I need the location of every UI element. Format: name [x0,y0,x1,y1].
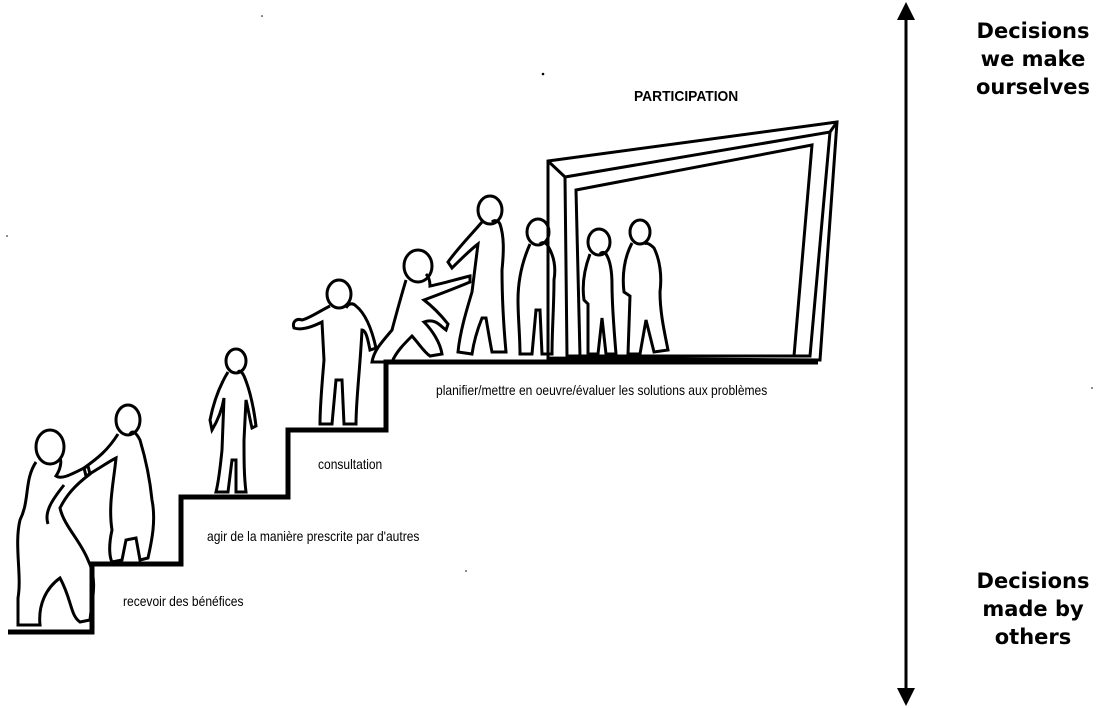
axis-bottom-label: Decisions made by others [953,567,1113,651]
step-label-act-as-prescribed: agir de la manière prescrite par d'autre… [207,528,419,544]
step-label-receive-benefits: recevoir des bénéfices [123,593,243,609]
door-frame [548,122,837,360]
axis-bottom-line-1: Decisions [953,567,1113,595]
decision-axis-arrow [897,2,915,706]
axis-top-line-2: we make [953,45,1113,73]
axis-bottom-line-3: others [953,623,1113,651]
step-label-consultation: consultation [318,456,382,472]
step-label-plan-implement-evaluate: planifier/mettre en oeuvre/évaluer les s… [436,382,767,398]
axis-top-line-3: ourselves [953,73,1113,101]
staircase [8,362,818,632]
axis-bottom-line-2: made by [953,595,1113,623]
axis-top-line-1: Decisions [953,17,1113,45]
figure-step2 [210,349,256,492]
figure-step4-walker-3 [623,220,668,354]
figure-step4-walker-2 [583,229,616,354]
figure-step4-helper [448,196,506,354]
figure-step1-sitting [18,430,94,625]
axis-top-label: Decisions we make ourselves [953,17,1113,101]
participation-title: PARTICIPATION [634,88,738,105]
figure-step1-standing [84,405,154,562]
figure-step3 [293,280,376,424]
